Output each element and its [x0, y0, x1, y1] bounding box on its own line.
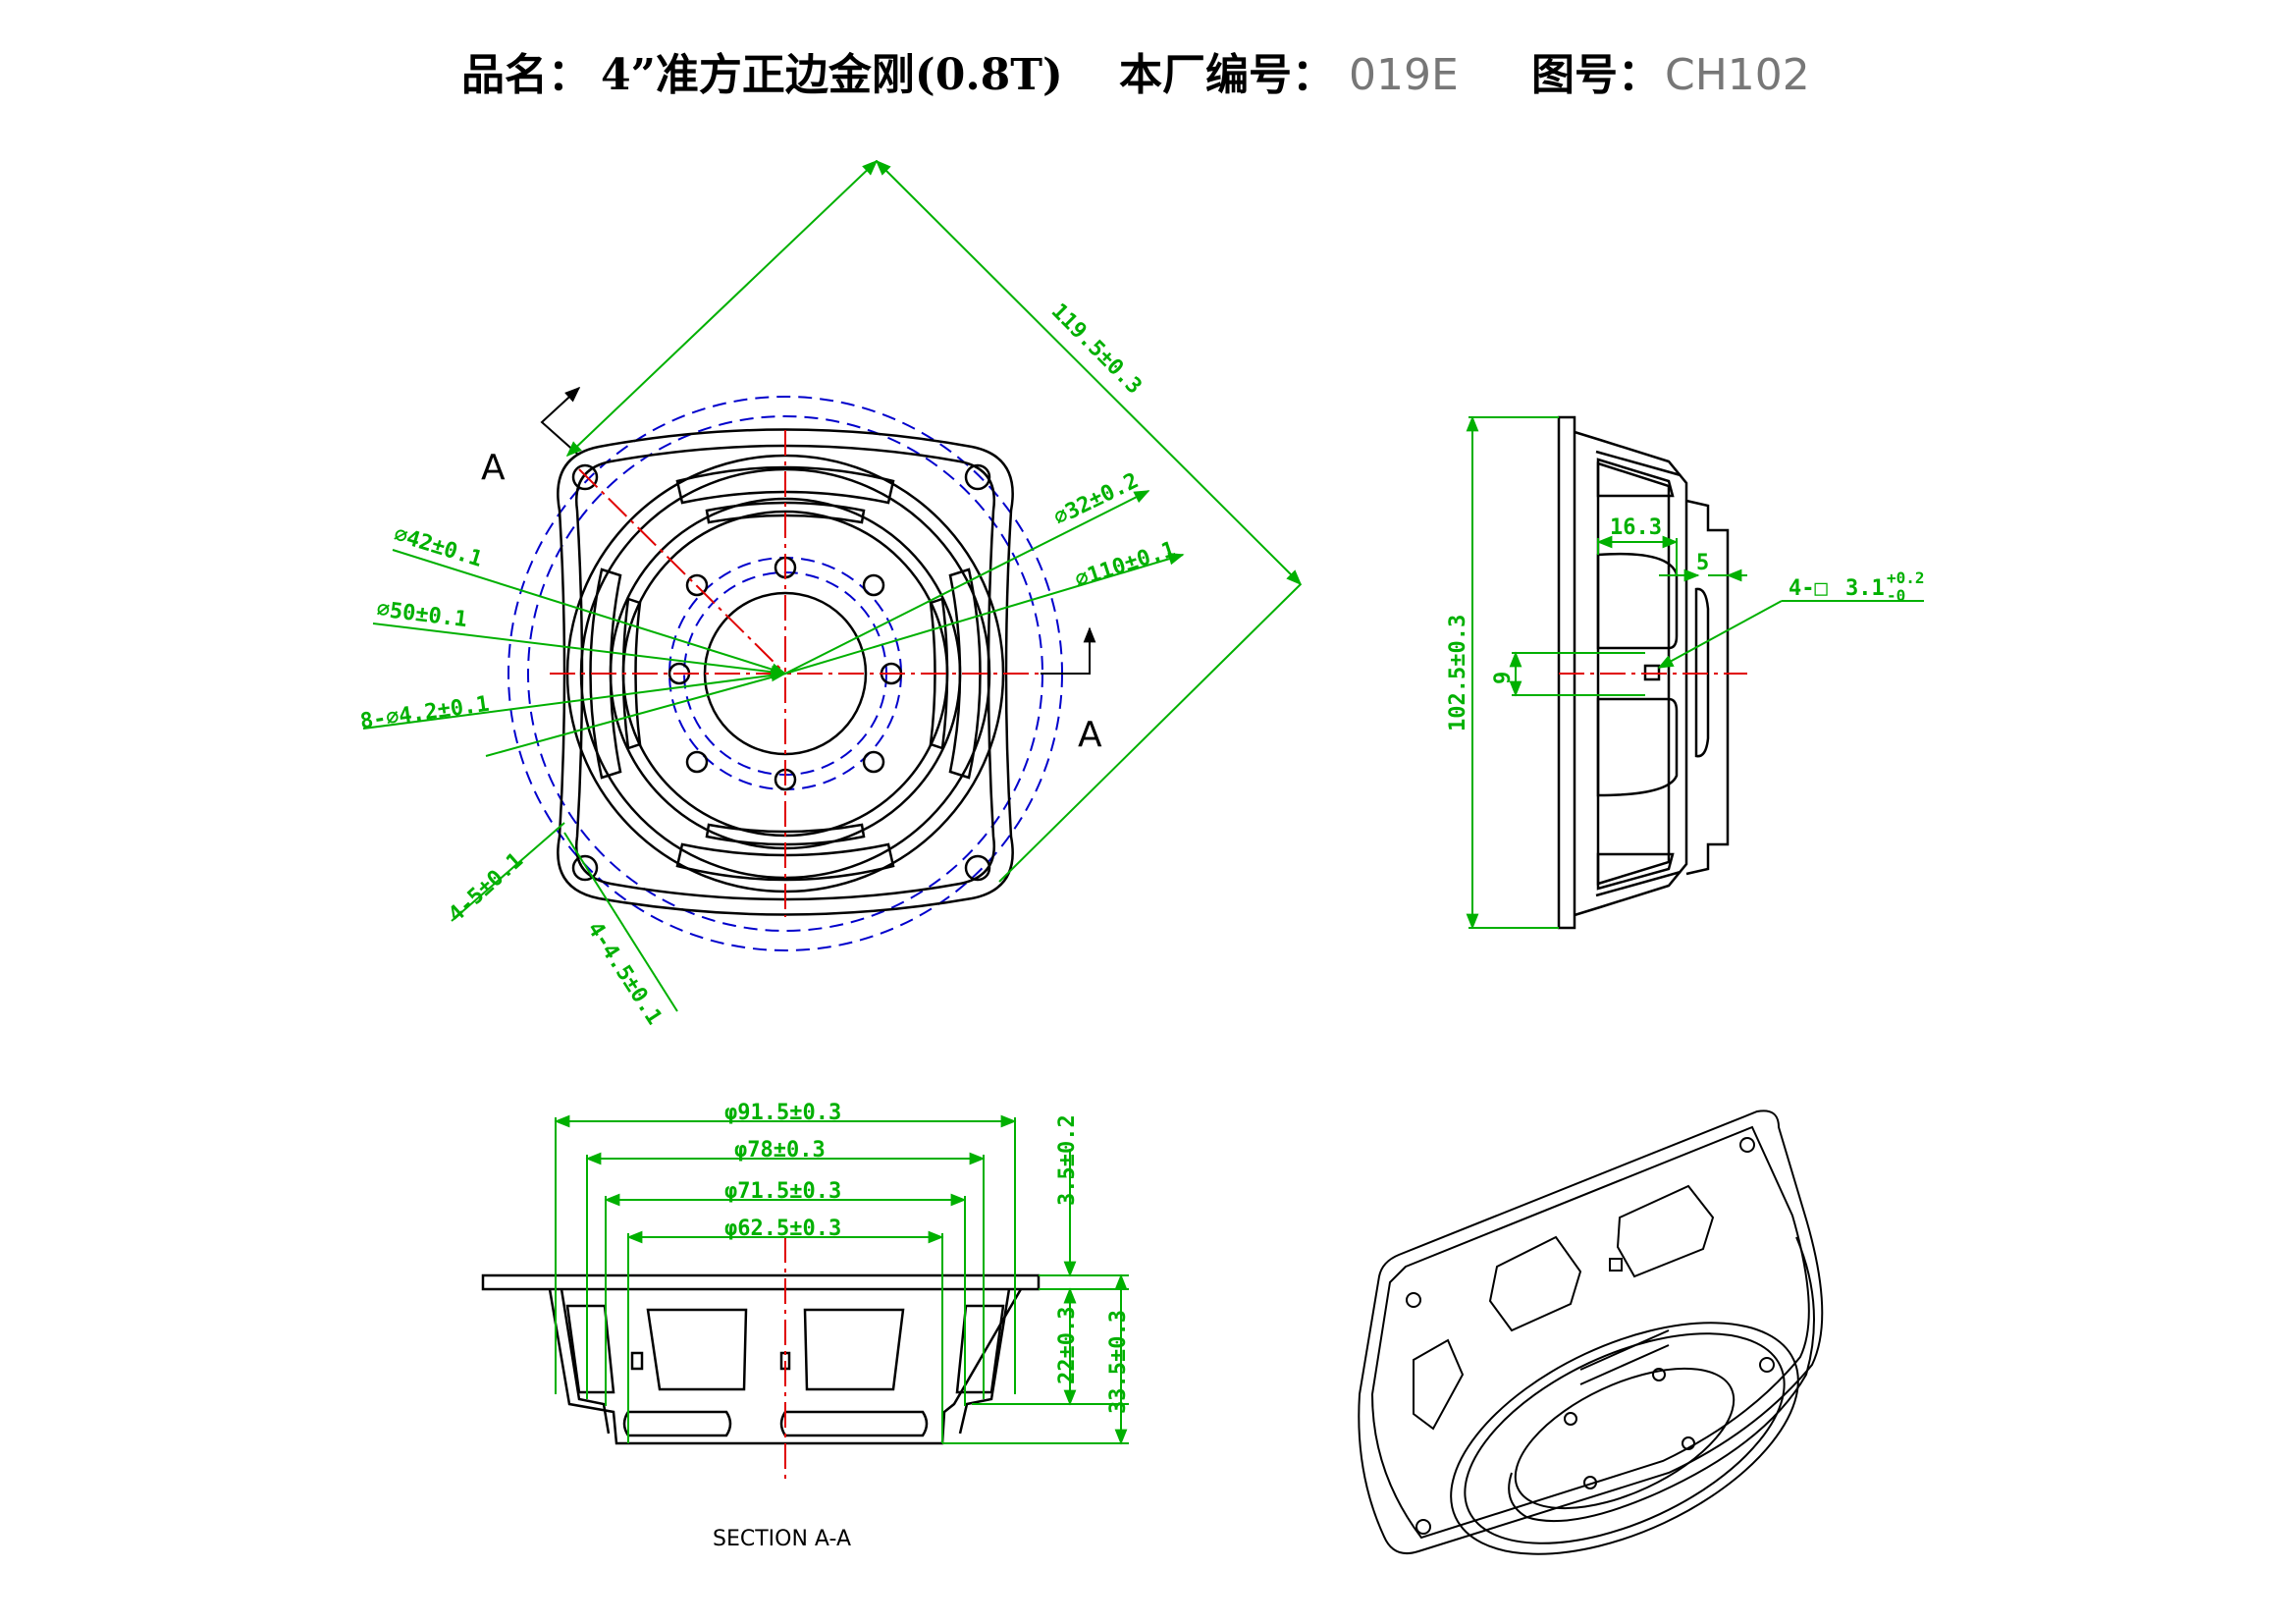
front-dimensions [362, 159, 1303, 1012]
dim-slot-a: 4-5±0.1 [444, 848, 528, 928]
section-label: SECTION A-A [713, 1527, 851, 1551]
dim-square-value: 3.1 [1845, 576, 1885, 601]
dim-d4: φ62.5±0.3 [724, 1217, 841, 1241]
dim-d2: φ78±0.3 [734, 1138, 826, 1163]
centerlines [550, 430, 1041, 917]
section-view: φ91.5±0.3 φ78±0.3 φ71.5±0.3 φ62.5±0.3 3.… [481, 1101, 1131, 1551]
side-windows [1596, 458, 1710, 891]
dim-square-tol-lower: -0 [1887, 586, 1905, 605]
section-outline [481, 1273, 1041, 1445]
front-view: A A 119.5±0.3 ⌀32±0.2 ⌀110±0.1 ⌀42±0.1 ⌀… [358, 159, 1303, 1029]
side-view: 102.5±0.3 16.3 5 9 4-□ 3.1 +0.2 -0 [1446, 415, 1925, 930]
factory-number-value: 019E [1349, 50, 1459, 100]
dim-h3: 33.5±0.3 [1106, 1310, 1131, 1414]
section-dimensions [554, 1114, 1129, 1445]
dim-diagonal: 119.5±0.3 [1046, 299, 1147, 400]
drawing-number-value: CH102 [1665, 50, 1810, 100]
isometric-view [1358, 1110, 1824, 1555]
dim-d3: φ71.5±0.3 [724, 1179, 841, 1204]
dim-holes: 8-⌀4.2±0.1 [358, 692, 491, 734]
factory-number-label: 本厂编号： [1119, 50, 1335, 100]
dim-five: 5 [1696, 551, 1709, 575]
dim-phi50: ⌀50±0.1 [375, 597, 468, 632]
dim-h2: 22±0.3 [1055, 1307, 1080, 1384]
basket-windows [589, 465, 982, 882]
dim-side-height: 102.5±0.3 [1446, 615, 1470, 731]
dim-d1: φ91.5±0.3 [724, 1101, 841, 1125]
product-name-label: 品名： [461, 50, 591, 100]
dim-nine: 9 [1491, 672, 1516, 684]
side-dimensions [1466, 415, 1924, 930]
drawing-number-label: 图号： [1531, 50, 1661, 100]
product-name-value: 4”准方正边金刚(0.8T) [601, 50, 1063, 100]
dim-square-tol-upper: +0.2 [1887, 568, 1925, 587]
section-letter-right: A [1078, 715, 1102, 755]
dim-h1: 3.5±0.2 [1055, 1114, 1080, 1206]
dim-square-prefix: 4-□ [1789, 576, 1828, 601]
dim-phi32: ⌀32±0.2 [1050, 468, 1143, 530]
section-letter-top: A [481, 448, 506, 488]
dim-phi110: ⌀110±0.1 [1072, 537, 1179, 593]
dim-window-width: 16.3 [1610, 515, 1662, 540]
title-block: 品名： 4”准方正边金刚(0.8T) 本厂编号： 019E 图号： CH102 [0, 41, 2296, 110]
